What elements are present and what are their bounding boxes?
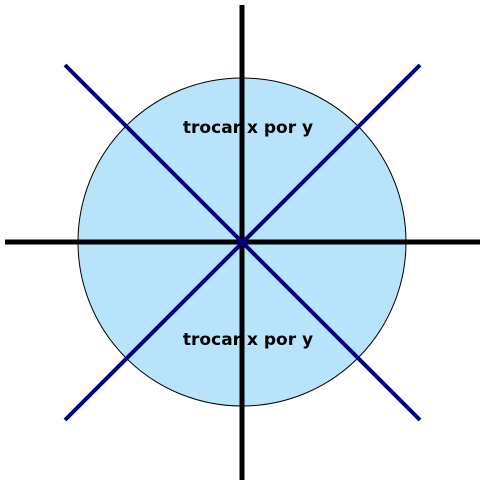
label-top: trocar x por y (183, 118, 313, 138)
label-bottom: trocar x por y (183, 330, 313, 350)
center-point (238, 238, 246, 246)
